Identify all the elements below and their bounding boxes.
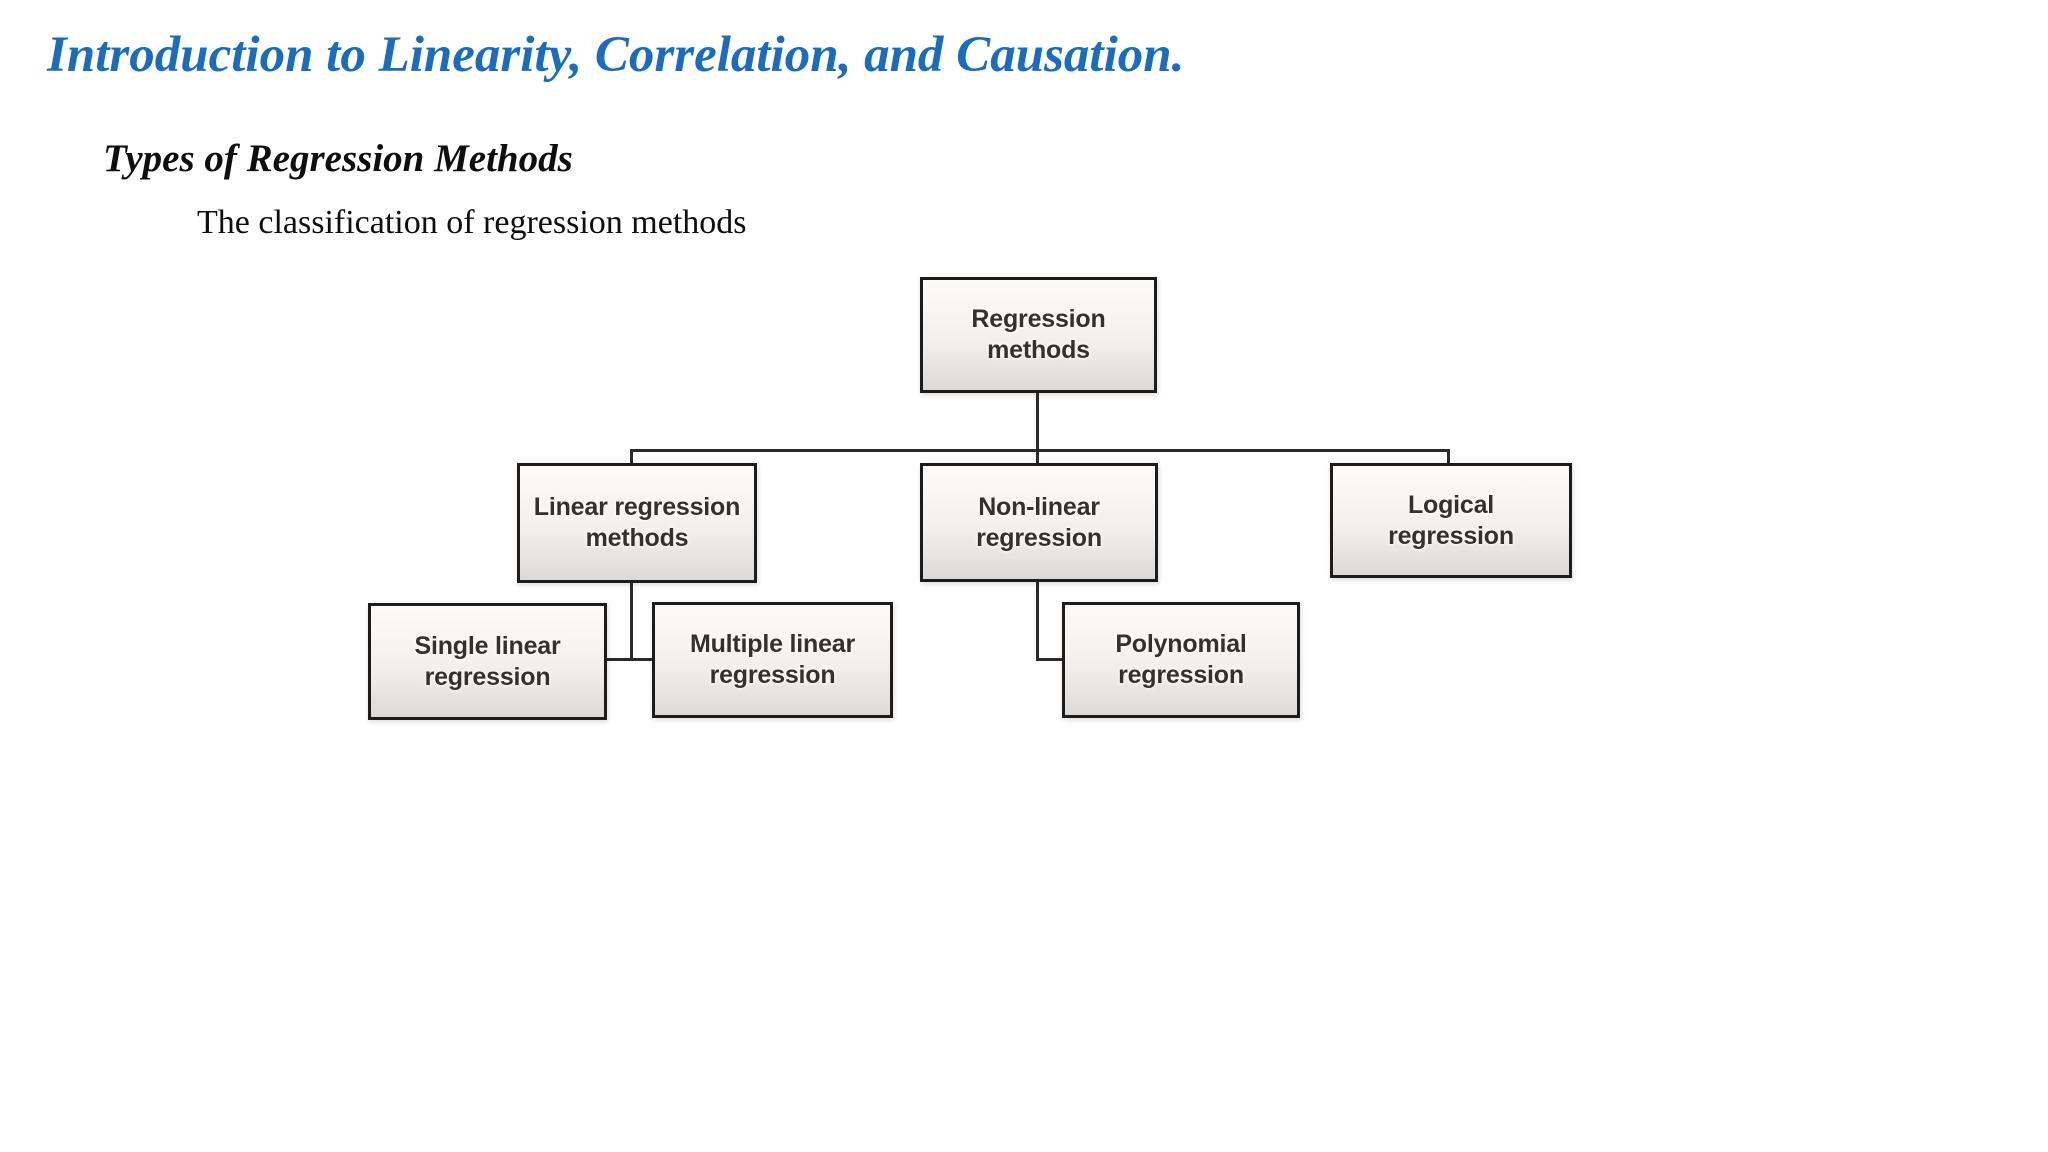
diagram-caption: The classification of regression methods [197, 204, 747, 241]
node-label-line: Polynomial [1115, 630, 1247, 658]
page-title: Introduction to Linearity, Correlation, … [47, 27, 1185, 83]
node-label-line: regression [976, 523, 1102, 552]
connector-right-elbow-vertical [1447, 449, 1450, 465]
node-polynomial-regression: Polynomial regression [1062, 602, 1300, 718]
node-logical-regression: Logical regression [1330, 463, 1572, 578]
node-label-line: methods [585, 524, 689, 552]
node-label-line: Regression [971, 305, 1106, 333]
connector-trunk-vertical [1036, 391, 1039, 465]
node-label-line: Logical [1407, 490, 1495, 519]
section-heading: Types of Regression Methods [103, 137, 573, 180]
connector-linear-children-horizontal [607, 658, 652, 661]
node-label-line: regression [709, 661, 836, 689]
node-label-line: methods [987, 336, 1090, 364]
connector-nonlinear-down-vertical [1036, 582, 1039, 661]
node-label-line: regression [1388, 521, 1514, 550]
connector-left-elbow-vertical [630, 449, 633, 465]
node-linear-regression-methods: Linear regression methods [517, 463, 757, 583]
node-label-line: Single linear [414, 631, 561, 660]
connector-linear-down-vertical [630, 583, 633, 661]
connector-main-horizontal [630, 449, 1450, 452]
node-label-line: Multiple linear [689, 630, 856, 658]
node-single-linear-regression: Single linear regression [368, 603, 607, 720]
node-label-line: Linear regression [533, 493, 741, 521]
node-multiple-linear-regression: Multiple linear regression [652, 602, 893, 718]
node-label-line: regression [1118, 661, 1244, 689]
node-regression-methods: Regression methods [920, 277, 1157, 393]
node-label-line: Non-linear [978, 492, 1100, 521]
node-non-linear-regression: Non-linear regression [920, 463, 1158, 582]
node-label-line: regression [424, 662, 551, 691]
connector-polynomial-stub-horizontal [1036, 658, 1062, 661]
